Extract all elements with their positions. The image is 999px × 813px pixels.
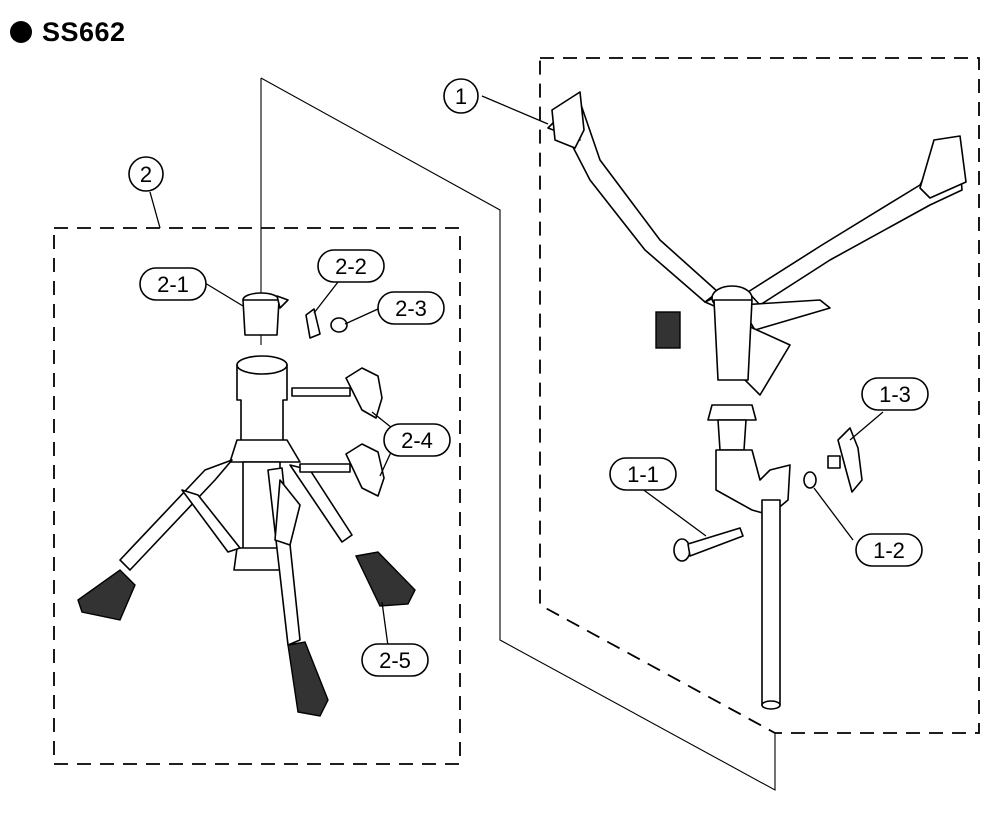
bolt-1-1 [673,527,744,562]
svg-text:1-1: 1-1 [627,462,659,487]
callout-2-1: 2-1 [139,267,207,301]
svg-text:2-1: 2-1 [157,272,189,297]
snare-basket-assembly [547,91,967,710]
callout-2-4: 2-4 [383,423,451,457]
callout-2-5: 2-5 [361,643,429,677]
svg-text:2-4: 2-4 [401,428,433,453]
tripod-base [77,355,416,717]
assembly-guide-lines [260,77,776,791]
model-name: SS662 [42,16,126,47]
callout-2-2: 2-2 [317,249,385,283]
key-2-2 [305,308,321,339]
leader-lines [149,95,884,647]
callout-1-3: 1-3 [861,377,929,411]
callout-2-3: 2-3 [377,291,445,325]
group-2-boundary [53,227,461,765]
svg-text:1-3: 1-3 [879,382,911,407]
svg-text:2: 2 [140,162,152,187]
group-label-2: 2 [128,156,164,192]
sleeve-2-1 [242,292,289,336]
washer-1-2 [803,471,817,489]
t-bolts-2-4 [291,367,385,497]
diagram-title: SS662 [10,12,126,52]
bullet-icon [10,21,32,43]
svg-text:2-5: 2-5 [379,648,411,673]
callout-1-1: 1-1 [609,457,677,491]
callout-1-2: 1-2 [855,533,923,567]
group-label-1: 1 [443,78,479,114]
nut-2-3 [330,317,348,333]
svg-text:1-2: 1-2 [873,538,905,563]
wing-nut-1-3 [827,427,863,493]
svg-text:1: 1 [455,84,467,109]
svg-text:2-3: 2-3 [395,296,427,321]
svg-text:2-2: 2-2 [335,254,367,279]
